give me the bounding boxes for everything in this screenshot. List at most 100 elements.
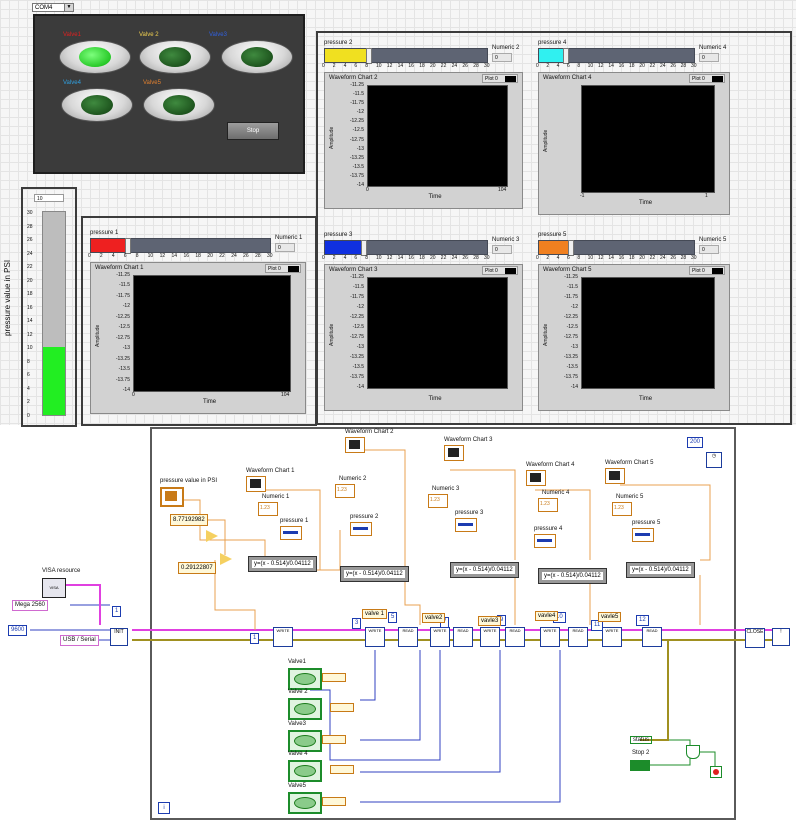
valve1-terminal[interactable] — [288, 668, 322, 690]
plot-area-1[interactable] — [133, 275, 291, 392]
pressure1-slider[interactable] — [90, 238, 271, 254]
numeric3-terminal[interactable]: 1.23 — [428, 494, 448, 508]
init-node[interactable]: INIT — [110, 628, 128, 646]
plot-legend-4[interactable]: Plot 0 — [689, 74, 725, 83]
index-const[interactable]: 11 — [591, 620, 604, 631]
plot-area-3[interactable] — [367, 277, 508, 389]
pressure3-terminal[interactable] — [455, 518, 477, 532]
formula-node-4[interactable]: y=(x - 0.514)/0.04112 — [538, 568, 607, 584]
pressure3-slider-knob[interactable] — [360, 240, 367, 256]
port-enum[interactable]: USB / Serial — [60, 635, 99, 646]
pressure5-slider[interactable] — [538, 240, 695, 256]
plot-legend-1[interactable]: Plot 0 — [265, 264, 301, 273]
pressure5-terminal[interactable] — [632, 528, 654, 542]
formula-node-1[interactable]: y=(x - 0.514)/0.04112 — [248, 556, 317, 572]
bool-to-string-node[interactable] — [322, 797, 346, 806]
visa-write-node[interactable]: WRITE — [365, 627, 385, 647]
visa-resource-dropdown[interactable]: COM4 ▼ — [32, 3, 74, 12]
y-tick: -13.75 — [115, 376, 130, 383]
chart5-terminal[interactable] — [605, 468, 625, 484]
close-node[interactable]: CLOSE — [745, 628, 765, 648]
valve-string-const[interactable]: valve 1 — [362, 609, 388, 619]
wait-timer-icon[interactable]: ◷ — [706, 452, 722, 468]
or-node[interactable] — [686, 745, 700, 759]
loop-condition-terminal[interactable] — [710, 766, 722, 778]
numeric5-terminal[interactable]: 1.23 — [612, 502, 632, 516]
visa-read-node[interactable]: READ — [398, 627, 418, 647]
valve2-button[interactable] — [139, 40, 211, 74]
valve3-button[interactable] — [221, 40, 293, 74]
pressure4-terminal[interactable] — [534, 534, 556, 548]
chart4-terminal[interactable] — [526, 470, 546, 486]
chart3-terminal[interactable] — [444, 445, 464, 461]
visa-read-node[interactable]: READ — [568, 627, 588, 647]
numeric4-terminal[interactable]: 1.23 — [538, 498, 558, 512]
index-const[interactable]: 1 — [250, 633, 260, 644]
valve3-terminal[interactable] — [288, 730, 322, 752]
visa-write-node[interactable]: WRITE — [480, 627, 500, 647]
valve-string-const[interactable]: vavle3 — [478, 616, 502, 626]
pressure4-slider-knob[interactable] — [562, 48, 569, 64]
pressure1-terminal[interactable] — [280, 526, 302, 540]
index-const[interactable]: 3 — [352, 618, 362, 629]
visa-write-node[interactable]: WRITE — [540, 627, 560, 647]
pressure4-slider[interactable] — [538, 48, 695, 64]
const-one[interactable]: 1 — [112, 606, 122, 617]
bool-to-string-node[interactable] — [322, 673, 346, 682]
pressure5-slider-knob[interactable] — [568, 240, 574, 256]
chevron-down-icon[interactable]: ▼ — [64, 4, 73, 11]
valve-string-const[interactable]: vavle5 — [598, 612, 622, 622]
formula-node-5[interactable]: y=(x - 0.514)/0.04112 — [626, 562, 695, 578]
formula-node-3[interactable]: y=(x - 0.514)/0.04112 — [450, 562, 519, 578]
valve5-terminal[interactable] — [288, 792, 322, 814]
valve4-terminal[interactable] — [288, 760, 322, 782]
visa-read-node[interactable]: READ — [453, 627, 473, 647]
const-b[interactable]: 0.29122807 — [178, 562, 216, 574]
pressure4-terminal-label: pressure 4 — [534, 526, 563, 532]
pressure1-slider-knob[interactable] — [124, 238, 131, 254]
plot-legend-3[interactable]: Plot 0 — [482, 266, 518, 275]
const-a[interactable]: 8.77192982 — [170, 514, 208, 526]
pressure-psi-terminal[interactable] — [160, 487, 184, 507]
visa-write-node[interactable]: WRITE — [602, 627, 622, 647]
visa-resource-control[interactable]: VISA — [42, 578, 66, 598]
chart2-terminal[interactable] — [345, 437, 365, 453]
valve2-terminal[interactable] — [288, 698, 322, 720]
board-enum[interactable]: Mega 2560 — [12, 600, 49, 611]
add-node[interactable] — [220, 553, 232, 565]
stop-button[interactable]: Stop — [227, 122, 279, 140]
plot-legend-2[interactable]: Plot 0 — [482, 74, 518, 83]
bool-to-string-node[interactable] — [330, 703, 354, 712]
tank-panel — [21, 187, 77, 427]
visa-read-node[interactable]: READ — [505, 627, 525, 647]
multiply-node[interactable] — [206, 530, 218, 542]
valve-string-const[interactable]: valve2 — [422, 613, 446, 623]
valve1-button[interactable] — [59, 40, 131, 74]
plot-area-4[interactable] — [581, 85, 715, 193]
valve-string-const[interactable]: vavle4 — [535, 611, 559, 621]
baud-rate-const[interactable]: 9600 — [8, 625, 28, 636]
bool-to-string-node[interactable] — [322, 735, 346, 744]
timer-const[interactable]: 200 — [687, 437, 704, 448]
pressure3-slider[interactable] — [324, 240, 488, 256]
error-handler-icon[interactable]: ! — [772, 628, 790, 646]
visa-write-node[interactable]: WRITE — [273, 627, 293, 647]
plot-area-5[interactable] — [581, 277, 715, 389]
pressure2-slider[interactable] — [324, 48, 488, 64]
valve5-button[interactable] — [143, 88, 215, 122]
plot-legend-5[interactable]: Plot 0 — [689, 266, 725, 275]
index-const[interactable]: 12 — [636, 615, 649, 626]
index-const[interactable]: 5 — [388, 612, 398, 623]
plot-area-2[interactable] — [367, 85, 508, 187]
visa-read-node[interactable]: READ — [642, 627, 662, 647]
chart1-terminal[interactable] — [246, 476, 266, 492]
numeric2-terminal[interactable]: 1.23 — [335, 484, 355, 498]
formula-node-2[interactable]: y=(x - 0.514)/0.04112 — [340, 566, 409, 582]
valve4-button[interactable] — [61, 88, 133, 122]
stop2-terminal[interactable] — [630, 760, 650, 771]
numeric1-terminal[interactable]: 1.23 — [258, 502, 278, 516]
pressure2-slider-knob[interactable] — [366, 48, 373, 64]
visa-write-node[interactable]: WRITE — [430, 627, 450, 647]
pressure2-terminal[interactable] — [350, 522, 372, 536]
bool-to-string-node[interactable] — [330, 765, 354, 774]
